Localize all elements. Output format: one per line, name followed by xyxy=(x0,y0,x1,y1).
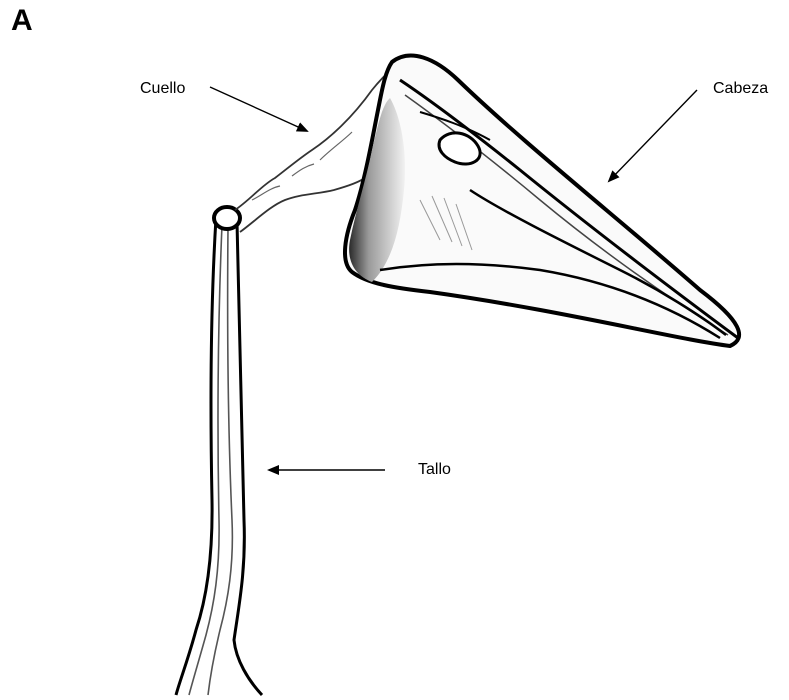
arrow-head xyxy=(609,90,697,181)
stalk-drawing xyxy=(176,207,262,695)
head-drawing xyxy=(345,56,739,346)
arrow-neck xyxy=(210,87,307,131)
